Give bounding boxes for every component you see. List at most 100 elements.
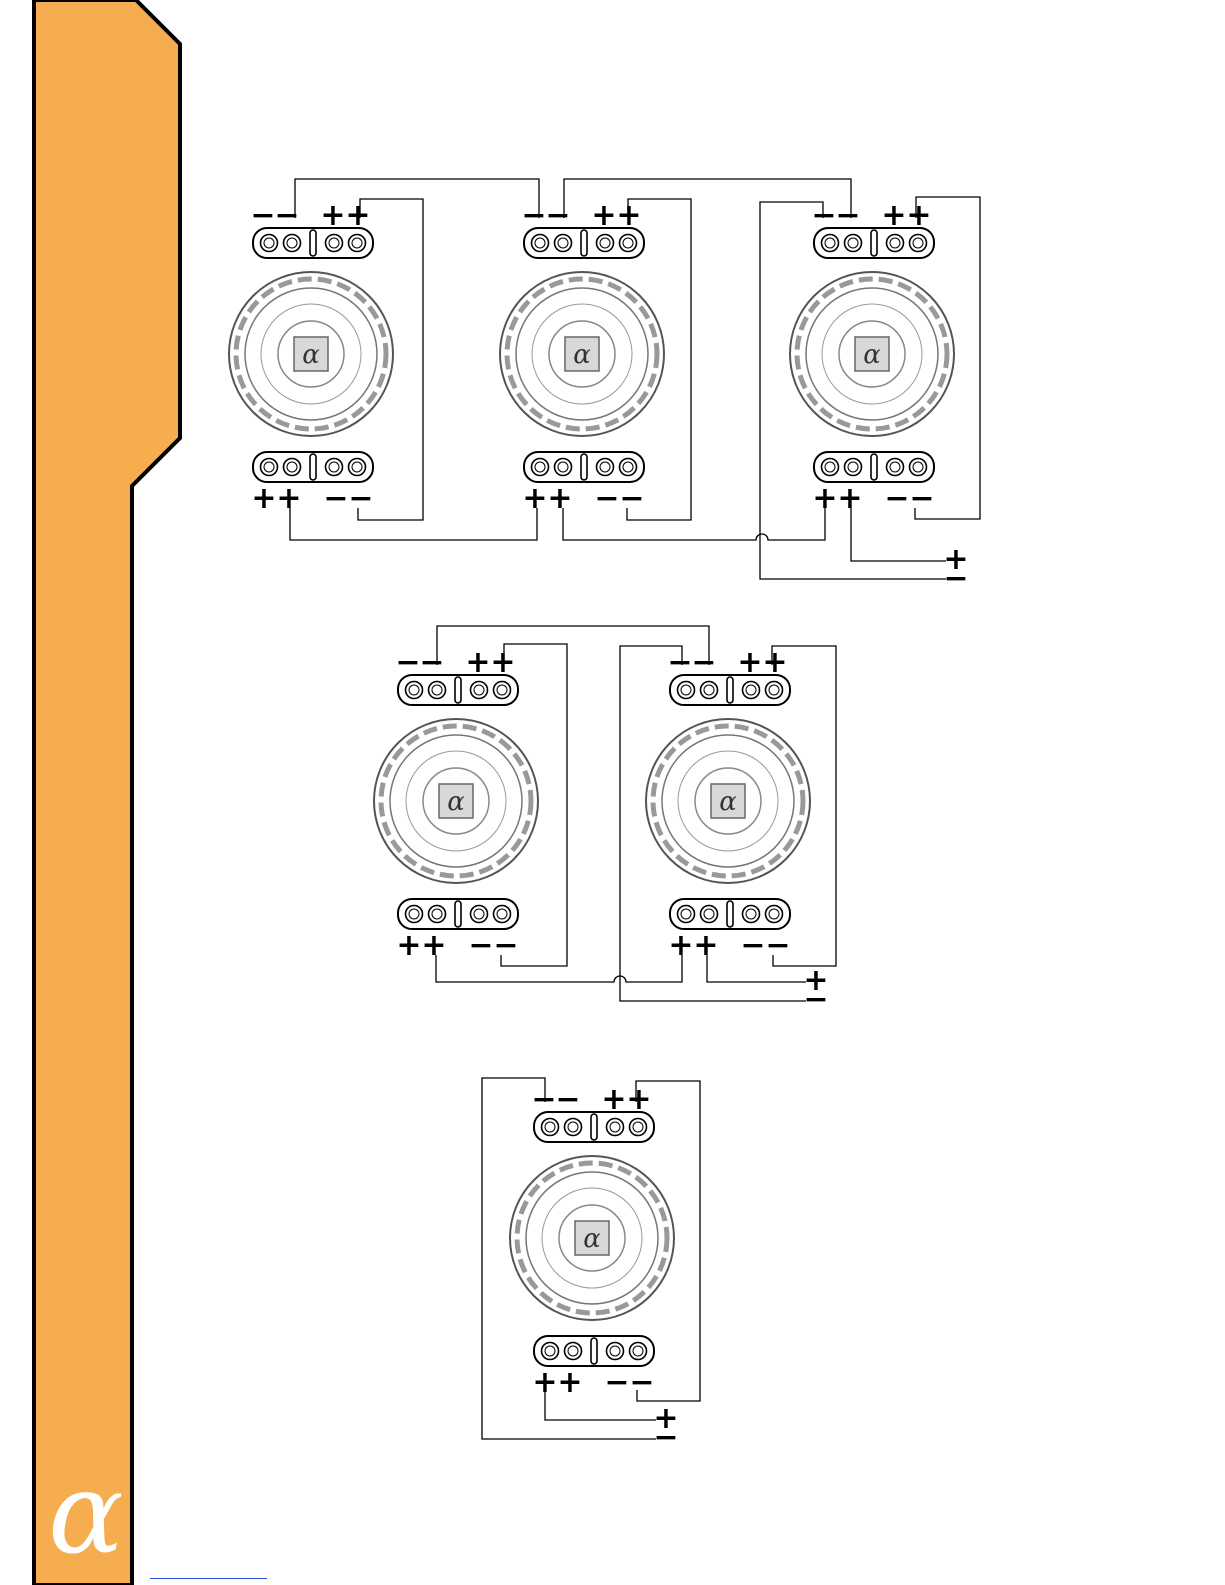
terminal-label-bottom: − xyxy=(619,481,644,516)
screw-terminal xyxy=(607,1119,624,1136)
speaker-badge-logo: α xyxy=(302,340,320,370)
terminal-divider xyxy=(455,901,461,927)
screw-terminal xyxy=(471,682,488,699)
speaker-unit-4: −−++α++−− xyxy=(374,645,538,963)
terminal-block-top xyxy=(534,1112,654,1142)
terminal-label-bottom: + xyxy=(547,481,572,516)
screw-terminal xyxy=(887,459,904,476)
screw-terminal xyxy=(284,235,301,252)
terminal-label-bottom: − xyxy=(604,1365,629,1400)
terminal-label-bottom: − xyxy=(493,928,518,963)
terminal-label-bottom: − xyxy=(765,928,790,963)
terminal-label-bottom: + xyxy=(276,481,301,516)
terminal-divider xyxy=(310,230,316,256)
terminal-label-bottom: + xyxy=(837,481,862,516)
screw-terminal xyxy=(494,682,511,699)
terminal-block-bottom xyxy=(814,452,934,482)
terminal-label-bottom: + xyxy=(668,928,693,963)
screw-terminal xyxy=(555,459,572,476)
screw-terminal xyxy=(326,235,343,252)
terminal-divider xyxy=(727,677,733,703)
screw-terminal xyxy=(845,235,862,252)
diagram-two-speaker: −−++α++−−−−++α++−−+− xyxy=(374,626,836,1017)
terminal-label-bottom: − xyxy=(740,928,765,963)
speaker-cone: α xyxy=(646,719,810,883)
speaker-cone: α xyxy=(229,272,393,436)
terminal-label-bottom: − xyxy=(468,928,493,963)
terminal-label-bottom: − xyxy=(629,1365,654,1400)
screw-terminal xyxy=(678,682,695,699)
terminal-label-bottom: − xyxy=(323,481,348,516)
amp-terminal: +− xyxy=(653,1401,678,1455)
screw-terminal xyxy=(261,235,278,252)
terminal-divider xyxy=(871,454,877,480)
screw-terminal xyxy=(349,235,366,252)
terminal-label-bottom: − xyxy=(594,481,619,516)
terminal-label-bottom: − xyxy=(348,481,373,516)
screw-terminal xyxy=(494,906,511,923)
footer-link-underline[interactable] xyxy=(150,1578,267,1579)
screw-terminal xyxy=(766,682,783,699)
speaker-unit-6: −−++α++−− xyxy=(510,1082,674,1400)
terminal-block-top xyxy=(670,675,790,705)
speaker-badge-logo: α xyxy=(583,1224,601,1254)
screw-terminal xyxy=(630,1343,647,1360)
screw-terminal xyxy=(887,235,904,252)
terminal-label-bottom: + xyxy=(522,481,547,516)
screw-terminal xyxy=(822,459,839,476)
terminal-divider xyxy=(591,1114,597,1140)
screw-terminal xyxy=(845,459,862,476)
terminal-label-bottom: + xyxy=(396,928,421,963)
screw-terminal xyxy=(532,459,549,476)
terminal-divider xyxy=(455,677,461,703)
screw-terminal xyxy=(565,1343,582,1360)
terminal-block-top xyxy=(814,228,934,258)
screw-terminal xyxy=(406,906,423,923)
screw-terminal xyxy=(910,459,927,476)
screw-terminal xyxy=(910,235,927,252)
speaker-unit-5: −−++α++−− xyxy=(646,645,810,963)
screw-terminal xyxy=(766,906,783,923)
screw-terminal xyxy=(743,682,760,699)
speaker-badge-logo: α xyxy=(573,340,591,370)
terminal-label-bottom: − xyxy=(909,481,934,516)
terminal-label-bottom: + xyxy=(421,928,446,963)
speaker-badge-logo: α xyxy=(863,340,881,370)
amp-terminal-minus: − xyxy=(803,982,828,1017)
amp-terminal: +− xyxy=(803,963,828,1017)
terminal-divider xyxy=(727,901,733,927)
screw-terminal xyxy=(597,459,614,476)
screw-terminal xyxy=(701,682,718,699)
terminal-label-bottom: − xyxy=(884,481,909,516)
screw-terminal xyxy=(471,906,488,923)
speaker-badge-logo: α xyxy=(719,787,737,817)
terminal-block-bottom xyxy=(524,452,644,482)
terminal-divider xyxy=(871,230,877,256)
speaker-badge-logo: α xyxy=(447,787,465,817)
terminal-label-bottom: + xyxy=(557,1365,582,1400)
screw-terminal xyxy=(429,906,446,923)
screw-terminal xyxy=(261,459,278,476)
terminal-divider xyxy=(581,230,587,256)
screw-terminal xyxy=(607,1343,624,1360)
screw-terminal xyxy=(555,235,572,252)
screw-terminal xyxy=(542,1343,559,1360)
terminal-block-top xyxy=(253,228,373,258)
screw-terminal xyxy=(406,682,423,699)
speaker-cone: α xyxy=(374,719,538,883)
screw-terminal xyxy=(597,235,614,252)
terminal-block-top xyxy=(398,675,518,705)
screw-terminal xyxy=(701,906,718,923)
speaker-cone: α xyxy=(510,1156,674,1320)
screw-terminal xyxy=(678,906,695,923)
terminal-label-bottom: + xyxy=(251,481,276,516)
terminal-block-bottom xyxy=(253,452,373,482)
screw-terminal xyxy=(565,1119,582,1136)
screw-terminal xyxy=(630,1119,647,1136)
screw-terminal xyxy=(620,459,637,476)
amp-terminal-minus: − xyxy=(653,1420,678,1455)
screw-terminal xyxy=(429,682,446,699)
amp-terminal: +− xyxy=(943,542,968,596)
terminal-label-bottom: + xyxy=(693,928,718,963)
